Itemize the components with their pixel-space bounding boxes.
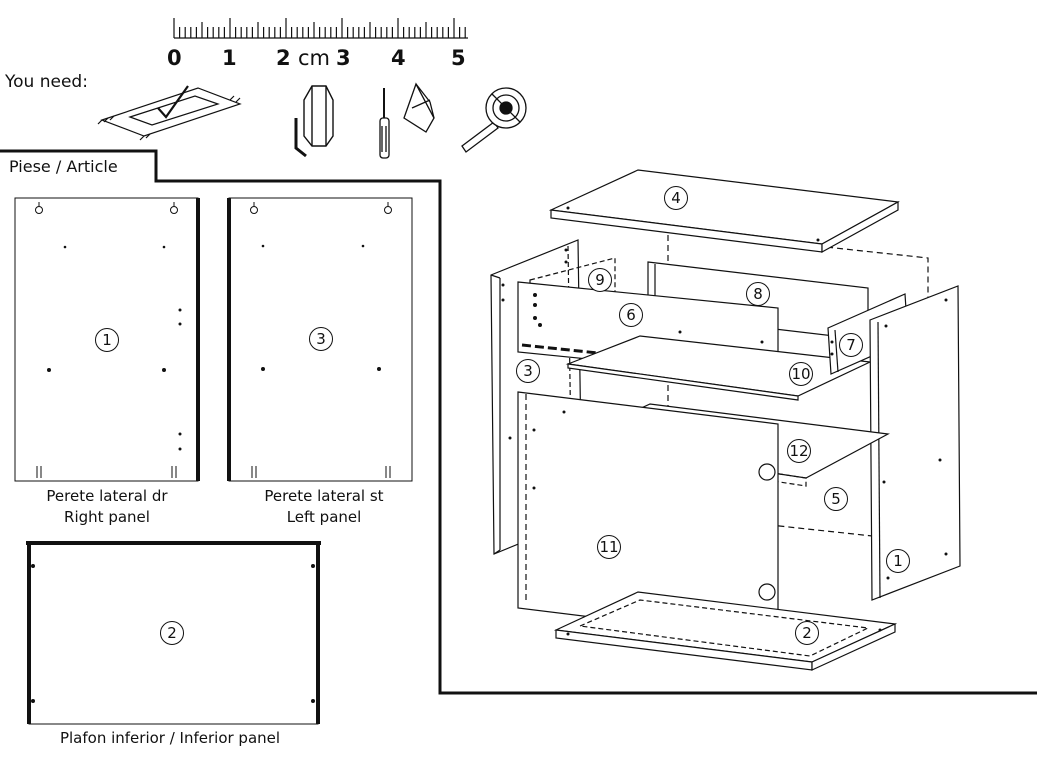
you-need-label: You need: <box>5 72 88 92</box>
assembly-label-1: 1 <box>886 549 910 573</box>
ruler-label-2: 2 <box>276 46 291 70</box>
right-panel-caption-ro: Perete lateral dr <box>46 487 168 505</box>
parts-frame <box>0 149 1037 695</box>
assembly-label-11: 11 <box>597 535 621 559</box>
assembly-label-2: 2 <box>795 621 819 645</box>
left-panel-drawing <box>227 197 413 482</box>
ruler-unit: cm <box>298 46 331 70</box>
assembly-label-10: 10 <box>789 362 813 386</box>
left-panel-caption: Perete lateral st Left panel <box>214 486 434 528</box>
tape-measure-icon <box>461 87 527 153</box>
assembly-label-9: 9 <box>588 268 612 292</box>
assembly-label-5: 5 <box>824 487 848 511</box>
assembly-label-12: 12 <box>787 439 811 463</box>
right-panel-drawing <box>14 197 200 482</box>
part-number-3: 3 <box>309 327 333 351</box>
ruler-label-3: 3 <box>336 46 351 70</box>
assembly-label-3: 3 <box>516 359 540 383</box>
parts-tab-label: Piese / Article <box>9 157 118 176</box>
inferior-panel-drawing <box>26 541 321 725</box>
ruler-label-0: 0 <box>167 46 182 70</box>
ruler-label-1: 1 <box>222 46 237 70</box>
assembly-label-7: 7 <box>839 333 863 357</box>
exploded-assembly <box>490 169 961 671</box>
assembly-label-6: 6 <box>619 303 643 327</box>
assembly-label-4: 4 <box>664 186 688 210</box>
part-number-1: 1 <box>95 328 119 352</box>
inferior-panel-caption: Plafon inferior / Inferior panel <box>59 729 281 747</box>
screwdriver-icon <box>379 88 390 159</box>
hammer-icon <box>403 82 435 133</box>
right-panel-caption-en: Right panel <box>64 508 150 526</box>
left-panel-caption-en: Left panel <box>286 508 362 526</box>
right-panel-caption: Perete lateral dr Right panel <box>0 486 214 528</box>
ruler-label-5: 5 <box>451 46 466 70</box>
mat-icon <box>97 85 242 141</box>
ruler-label-4: 4 <box>391 46 406 70</box>
hex-key-icon <box>294 85 334 158</box>
assembly-label-8: 8 <box>746 282 770 306</box>
ruler <box>173 18 468 39</box>
left-panel-caption-ro: Perete lateral st <box>264 487 384 505</box>
part-number-2: 2 <box>160 621 184 645</box>
